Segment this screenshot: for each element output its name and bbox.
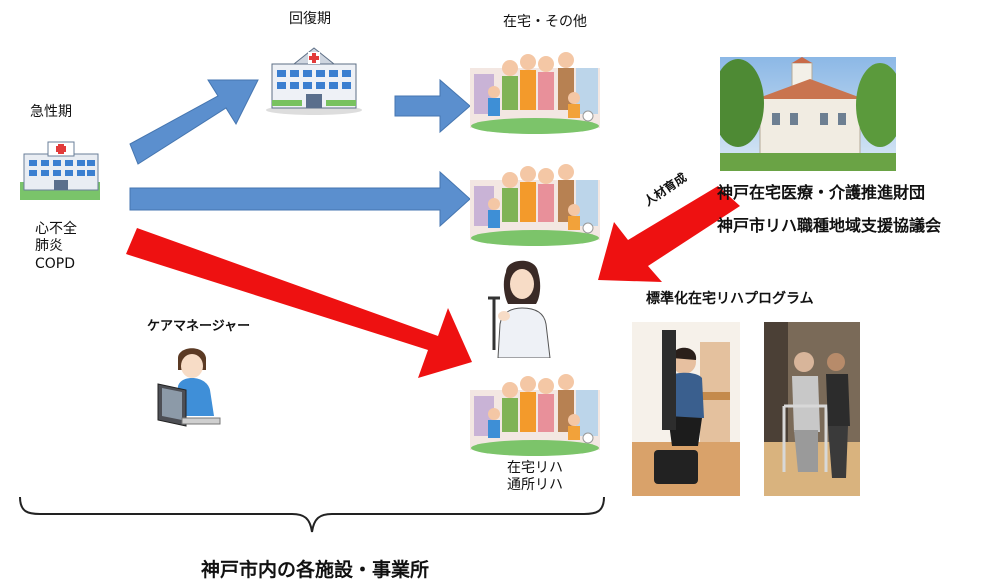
arrow-training xyxy=(598,186,740,282)
condition-heart-failure: 心不全 xyxy=(35,221,77,237)
rehab-photo-man xyxy=(764,322,860,496)
stage-label-recovery: 回復期 xyxy=(289,11,331,27)
stage-label-home: 在宅・その他 xyxy=(503,14,587,30)
foundation-building-photo xyxy=(720,57,896,171)
rehab-photo-woman xyxy=(632,322,740,496)
footer-caption: 神戸市内の各施設・事業所 xyxy=(200,559,429,581)
bottom-brace xyxy=(19,496,605,533)
hospital-icon xyxy=(20,141,100,200)
condition-copd: COPD xyxy=(35,256,76,272)
program-title: 標準化在宅リハプログラム xyxy=(646,291,814,307)
arrow-acute-to-home xyxy=(129,170,471,228)
org-foundation: 神戸在宅医療・介護推進財団 xyxy=(717,183,926,202)
stage-label-acute: 急性期 xyxy=(30,104,72,120)
therapist-icon xyxy=(488,260,551,358)
rehab-type-home: 在宅リハ xyxy=(507,460,563,476)
arrow-acute-to-rehab xyxy=(126,228,472,378)
family-group-icon xyxy=(470,164,600,246)
arrow-recovery-to-home xyxy=(394,78,471,134)
rehab-type-daycare: 通所リハ xyxy=(507,477,563,493)
care-manager-computer-icon xyxy=(157,348,221,427)
org-council: 神戸市リハ職種地域支援協議会 xyxy=(717,216,942,235)
condition-pneumonia: 肺炎 xyxy=(35,238,63,254)
family-group-icon xyxy=(470,374,600,456)
family-group-icon xyxy=(470,52,600,134)
arrow-acute-to-recovery xyxy=(129,79,259,165)
hospital-icon xyxy=(266,47,362,115)
care-manager-label: ケアマネージャー xyxy=(147,319,251,334)
